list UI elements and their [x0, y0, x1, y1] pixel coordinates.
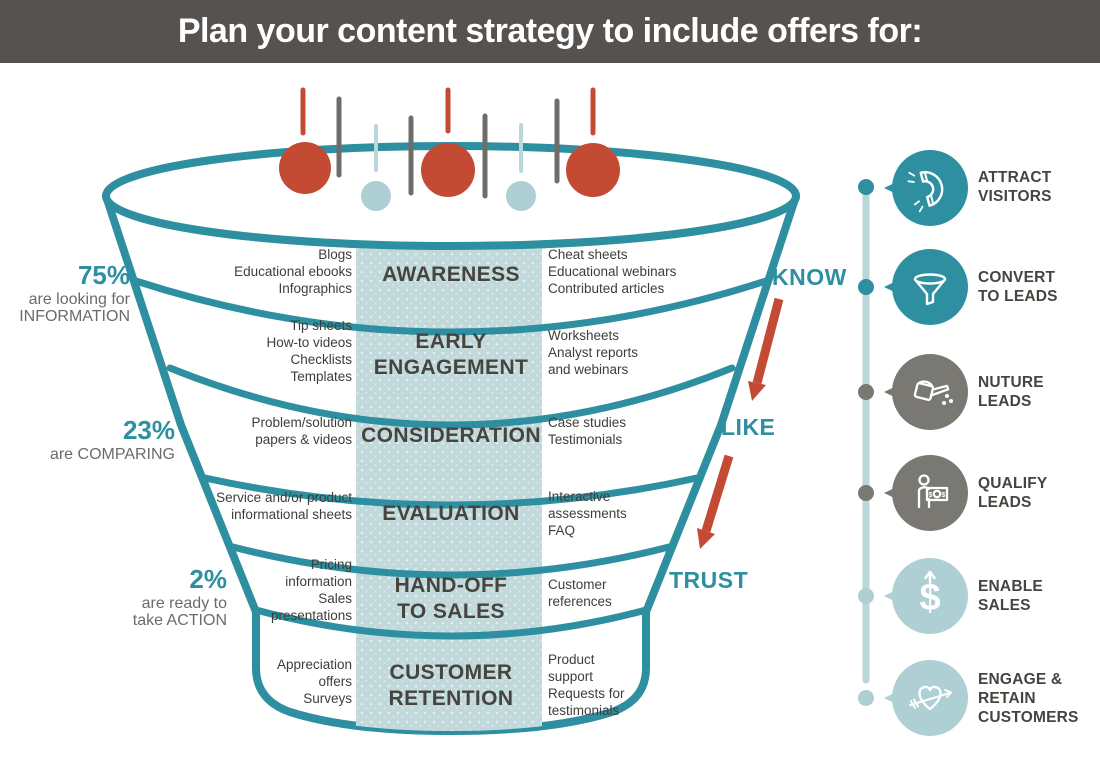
- rail-dot: [858, 588, 874, 604]
- bubble-engage: [884, 660, 968, 736]
- divider-arcs: [132, 277, 770, 640]
- timeline-label-enable: ENABLE SALES: [978, 578, 1043, 614]
- stage-label-consideration: CONSIDERATION: [361, 424, 541, 447]
- timeline-label-nuture: NUTURE LEADS: [978, 374, 1044, 410]
- timeline-label-attract: ATTRACT VISITORS: [978, 169, 1052, 205]
- offers-right-awareness: Cheat sheets Educational webinars Contri…: [548, 247, 677, 296]
- divider-arc: [201, 474, 701, 509]
- stage-label-early-engagement: EARLY ENGAGEMENT: [373, 330, 529, 379]
- down-arrow-head: [697, 528, 715, 549]
- timeline-label-engage: ENGAGE & RETAIN CUSTOMERS: [978, 671, 1079, 726]
- journey-arrows: [697, 297, 784, 549]
- stat-pct: 2%: [189, 564, 227, 594]
- svg-text:$: $: [942, 492, 946, 499]
- offers-right-engagement: Worksheets Analyst reports and webinars: [548, 328, 639, 377]
- timeline-dots: [858, 179, 874, 706]
- blue-drop: [506, 181, 536, 211]
- stat-action: 2% are ready to take ACTION: [97, 566, 227, 629]
- red-drop: [421, 143, 475, 197]
- content-drops: [279, 87, 620, 211]
- stat-label: are COMPARING: [49, 446, 175, 463]
- bubble-qualify: $ $: [884, 455, 968, 531]
- stage-label-handoff: HAND-OFF TO SALES: [394, 574, 508, 623]
- journey-know: KNOW: [772, 264, 847, 290]
- stat-pct: 75%: [77, 260, 130, 290]
- qualify-money-icon: $ $: [917, 474, 949, 509]
- stage-label-retention: CUSTOMER RETENTION: [388, 661, 514, 710]
- down-arrow: [701, 454, 734, 533]
- divider-arc: [166, 364, 736, 429]
- down-arrow-head: [748, 381, 766, 401]
- rail-dot: [858, 179, 874, 195]
- offers-right-retention: Product support Requests for testimonial…: [548, 652, 625, 718]
- dollar-icon: $: [919, 570, 941, 619]
- down-arrow: [752, 297, 784, 385]
- stat-label: are ready to take ACTION: [132, 595, 227, 629]
- stat-label: are looking for INFORMATION: [19, 291, 130, 325]
- divider-arc: [132, 277, 770, 336]
- divider-arc: [252, 606, 650, 640]
- red-drop: [279, 142, 331, 194]
- page-title: Plan your content strategy to include of…: [177, 12, 923, 50]
- rail-dot: [858, 384, 874, 400]
- bubble-attract: [884, 150, 968, 226]
- offers-right-consideration: Case studies Testimonials: [548, 415, 627, 447]
- funnel-icon: [913, 273, 947, 306]
- heart-arrow-icon: [909, 685, 952, 711]
- timeline-label-convert: CONVERT TO LEADS: [978, 269, 1058, 305]
- journey-trust: TRUST: [669, 567, 749, 593]
- offers-left-awareness: Blogs Educational ebooks Infographics: [234, 247, 352, 296]
- svg-text:$: $: [929, 492, 933, 499]
- watering-can-icon: [913, 380, 953, 405]
- center-strip: [356, 200, 542, 731]
- offers-left-evaluation: Service and/or product informational she…: [216, 490, 352, 522]
- magnet-icon: [907, 171, 944, 213]
- offers-left-consideration: Problem/solution papers & videos: [251, 415, 352, 447]
- offers-left-engagement: Tip sheets How-to videos Checklists Temp…: [266, 318, 352, 384]
- bubble-nuture: [884, 354, 968, 430]
- title-bar: Plan your content strategy to include of…: [0, 0, 1100, 63]
- stat-comparing: 23% are COMPARING: [45, 417, 175, 463]
- bubble-convert: [884, 249, 968, 325]
- stat-pct: 23%: [122, 415, 175, 445]
- rail-dot: [858, 279, 874, 295]
- offers-left-retention: Appreciation offers Surveys: [276, 657, 352, 706]
- journey-like: LIKE: [721, 414, 776, 440]
- red-drop: [566, 143, 620, 197]
- divider-arc: [229, 543, 673, 579]
- svg-text:$: $: [919, 577, 940, 619]
- rail-dot: [858, 690, 874, 706]
- bubble-enable: $: [884, 558, 968, 634]
- offers-right-evaluation: Interactive assessments FAQ: [548, 489, 627, 538]
- stage-label-awareness: AWARENESS: [382, 263, 520, 286]
- offers-right-handoff: Customer references: [548, 577, 612, 609]
- stat-information: 75% are looking for INFORMATION: [0, 262, 130, 325]
- stage-label-evaluation: EVALUATION: [382, 502, 520, 525]
- blue-drop: [361, 181, 391, 211]
- timeline-label-qualify: QUALIFY LEADS: [978, 475, 1048, 511]
- rail-dot: [858, 485, 874, 501]
- offers-left-handoff: Pricing information Sales presentations: [270, 557, 352, 623]
